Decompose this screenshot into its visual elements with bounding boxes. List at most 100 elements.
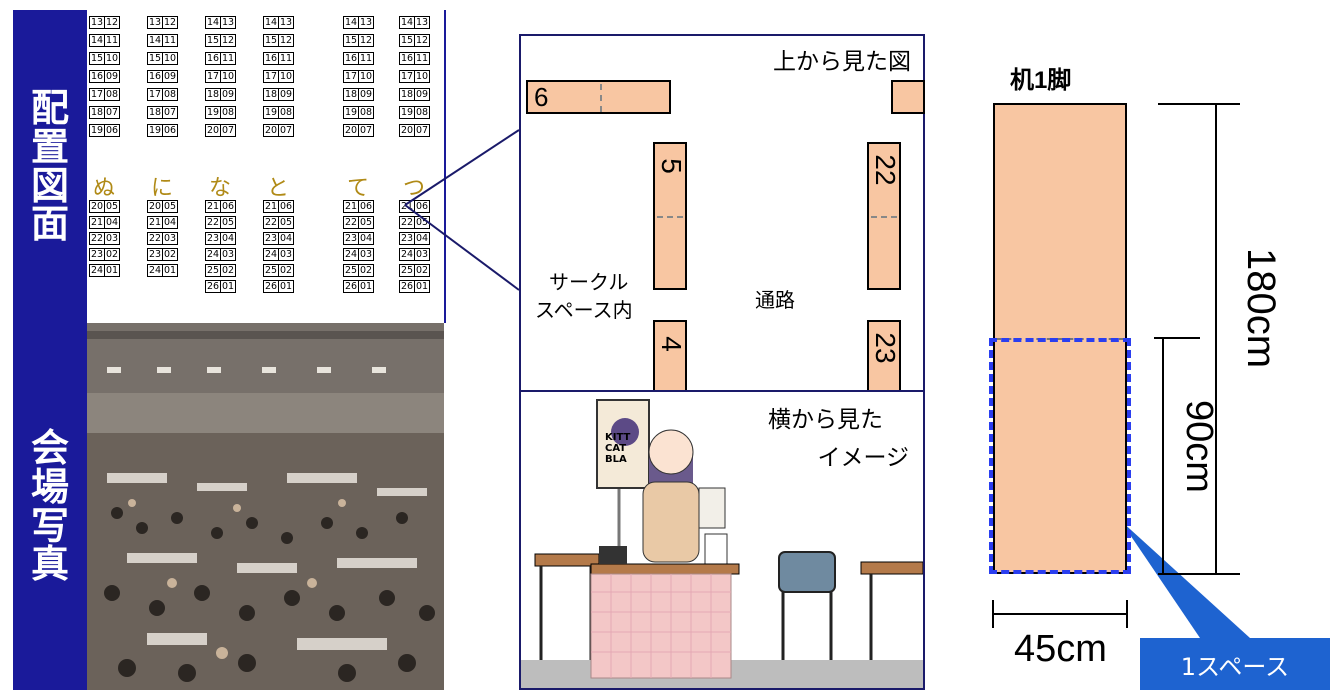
seat-cell: 05	[220, 216, 236, 229]
side-view-title-1: 横から見た	[768, 407, 883, 433]
seat-cell: 03	[358, 248, 374, 261]
side-view-title-2: イメージ	[817, 445, 909, 471]
seat-cell: 08	[104, 88, 120, 101]
length-180-label: 180cm	[1239, 248, 1283, 369]
seat-cell: 21	[205, 200, 221, 213]
seat-cell: 19	[205, 106, 221, 119]
seat-cell: 06	[104, 124, 120, 137]
table-5: 5	[653, 142, 687, 290]
row-hiragana-label: に	[150, 176, 173, 201]
seat-cell: 25	[263, 264, 279, 277]
seat-cell: 11	[278, 52, 294, 65]
row-hiragana-label: と	[266, 176, 289, 201]
seat-cell: 04	[162, 216, 178, 229]
seat-cell: 01	[220, 280, 236, 293]
seat-cell: 17	[89, 88, 105, 101]
seat-cell: 19	[147, 124, 163, 137]
seat-cell: 13	[220, 16, 236, 29]
layout-label: 配置図面	[13, 10, 87, 323]
seat-cell: 25	[205, 264, 221, 277]
photoLabel-char: 写	[30, 503, 69, 548]
layoutLabel-char: 置	[30, 124, 69, 169]
seat-cell: 05	[358, 216, 374, 229]
table-6-number: 6	[534, 82, 549, 112]
seat-cell: 02	[162, 248, 178, 261]
photoLabel-char: 場	[30, 464, 69, 509]
poster-text-line-3: BLA	[605, 454, 627, 465]
seat-cell: 06	[414, 200, 430, 213]
seat-cell: 12	[162, 16, 178, 29]
layoutLabel-char: 配	[30, 86, 69, 130]
circle-space-line-1: サークル	[549, 270, 629, 294]
seat-cell: 18	[205, 88, 221, 101]
seat-cell: 12	[278, 34, 294, 47]
seat-cell: 12	[220, 34, 236, 47]
seat-cell: 20	[205, 124, 221, 137]
seat-cell: 25	[399, 264, 415, 277]
poster-text-line-2: CAT	[605, 443, 627, 454]
photoLabel-char: 真	[30, 542, 69, 587]
photoLabel-char: 会	[30, 426, 69, 470]
seat-cell: 24	[343, 248, 359, 261]
seat-cell: 01	[358, 280, 374, 293]
seat-cell: 05	[278, 216, 294, 229]
length-90-label: 90cm	[1178, 400, 1220, 493]
poster-text-line-1: KITT	[605, 432, 631, 443]
seat-cell: 10	[278, 70, 294, 83]
seat-cell: 16	[399, 52, 415, 65]
seat-cell: 26	[263, 280, 279, 293]
side-view-panel: 横から見た イメージ	[519, 390, 925, 690]
seat-cell: 22	[89, 232, 105, 245]
seat-cell: 04	[358, 232, 374, 245]
seat-cell: 04	[220, 232, 236, 245]
seat-cell: 14	[263, 16, 279, 29]
seat-cell: 02	[220, 264, 236, 277]
seat-cell: 04	[414, 232, 430, 245]
seat-cell: 05	[104, 200, 120, 213]
venue-photo	[87, 323, 444, 690]
seat-cell: 15	[263, 34, 279, 47]
seat-cell: 14	[399, 16, 415, 29]
side-view-illustration	[521, 399, 923, 688]
seat-cell: 12	[104, 16, 120, 29]
seat-cell: 09	[358, 88, 374, 101]
width-45-label: 45cm	[1014, 628, 1107, 670]
seat-cell: 10	[414, 70, 430, 83]
seat-cell: 07	[162, 106, 178, 119]
layoutLabel-char: 面	[30, 202, 69, 247]
seat-cell: 10	[104, 52, 120, 65]
seat-cell: 08	[220, 106, 236, 119]
seat-cell: 08	[414, 106, 430, 119]
